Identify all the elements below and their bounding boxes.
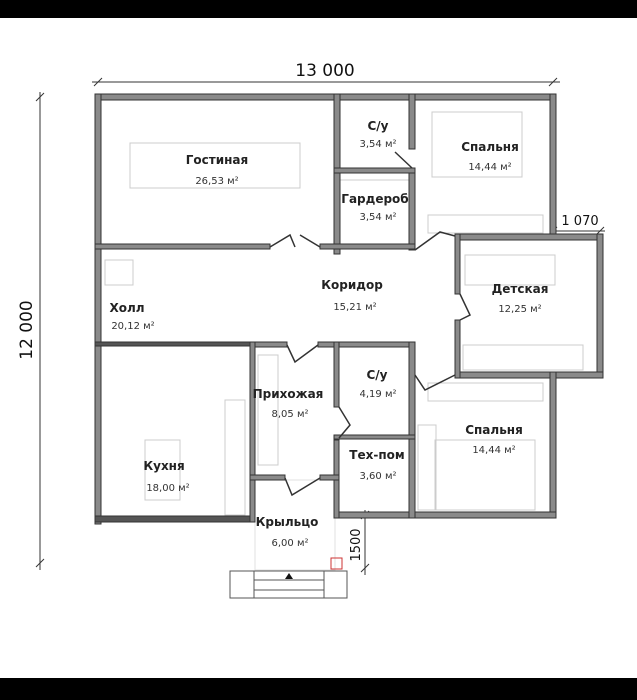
dimension-bump: 1 070 (561, 214, 598, 229)
room-bedroom-2: Спальня 14,44 м² (465, 423, 523, 456)
svg-text:Крыльцо: Крыльцо (256, 515, 319, 529)
walls (94, 93, 604, 525)
svg-text:Тех-пом: Тех-пом (349, 448, 404, 462)
svg-text:С/у: С/у (366, 368, 387, 382)
svg-text:6,00 м²: 6,00 м² (272, 538, 309, 549)
dimension-width: 13 000 (295, 61, 354, 81)
room-kids: Детская 12,25 м² (492, 282, 549, 315)
svg-text:14,44 м²: 14,44 м² (468, 162, 511, 173)
doors (269, 151, 471, 497)
svg-text:3,54 м²: 3,54 м² (360, 212, 397, 223)
svg-text:14,44 м²: 14,44 м² (472, 445, 515, 456)
svg-text:3,54 м²: 3,54 м² (360, 139, 397, 150)
room-wardrobe: Гардероб 3,54 м² (341, 192, 408, 223)
room-utility: Тех-пом 3,60 м² (349, 448, 404, 482)
room-porch: Крыльцо 6,00 м² (256, 515, 319, 549)
porch-floor (254, 479, 336, 571)
svg-text:18,00 м²: 18,00 м² (146, 483, 189, 494)
svg-text:15,21 м²: 15,21 м² (333, 302, 376, 313)
column-marker (330, 557, 343, 570)
svg-text:20,12 м²: 20,12 м² (111, 321, 154, 332)
room-kitchen: Кухня 18,00 м² (143, 459, 189, 494)
svg-text:Детская: Детская (492, 282, 549, 296)
room-bathroom-1: С/у 3,54 м² (360, 119, 397, 150)
svg-text:Гардероб: Гардероб (341, 192, 408, 206)
room-hall: Холл 20,12 м² (109, 301, 154, 332)
bottom-black-bar (0, 678, 637, 700)
room-entryway: Прихожая 8,05 м² (253, 387, 324, 420)
svg-text:8,05 м²: 8,05 м² (272, 409, 309, 420)
svg-text:Спальня: Спальня (461, 140, 519, 154)
top-black-bar (0, 0, 637, 18)
svg-text:Спальня: Спальня (465, 423, 523, 437)
room-gostinaya: Гостиная 26,53 м² (186, 153, 248, 187)
dimension-porch: 1500 (349, 528, 364, 561)
svg-text:4,19 м²: 4,19 м² (360, 389, 397, 400)
svg-text:Холл: Холл (109, 301, 144, 315)
svg-text:26,53 м²: 26,53 м² (195, 176, 238, 187)
dimension-height: 12 000 (17, 300, 37, 359)
svg-text:Коридор: Коридор (321, 278, 383, 292)
svg-text:3,60 м²: 3,60 м² (360, 471, 397, 482)
svg-text:Гостиная: Гостиная (186, 153, 248, 167)
svg-text:Прихожая: Прихожая (253, 387, 324, 401)
room-bedroom-1: Спальня 14,44 м² (461, 140, 519, 173)
svg-text:С/у: С/у (367, 119, 388, 133)
svg-text:Кухня: Кухня (143, 459, 184, 473)
room-bathroom-2: С/у 4,19 м² (360, 368, 397, 400)
steps (229, 570, 348, 599)
svg-text:12,25 м²: 12,25 м² (498, 304, 541, 315)
room-corridor: Коридор 15,21 м² (321, 278, 383, 313)
entrance-arrow-icon (285, 573, 293, 579)
